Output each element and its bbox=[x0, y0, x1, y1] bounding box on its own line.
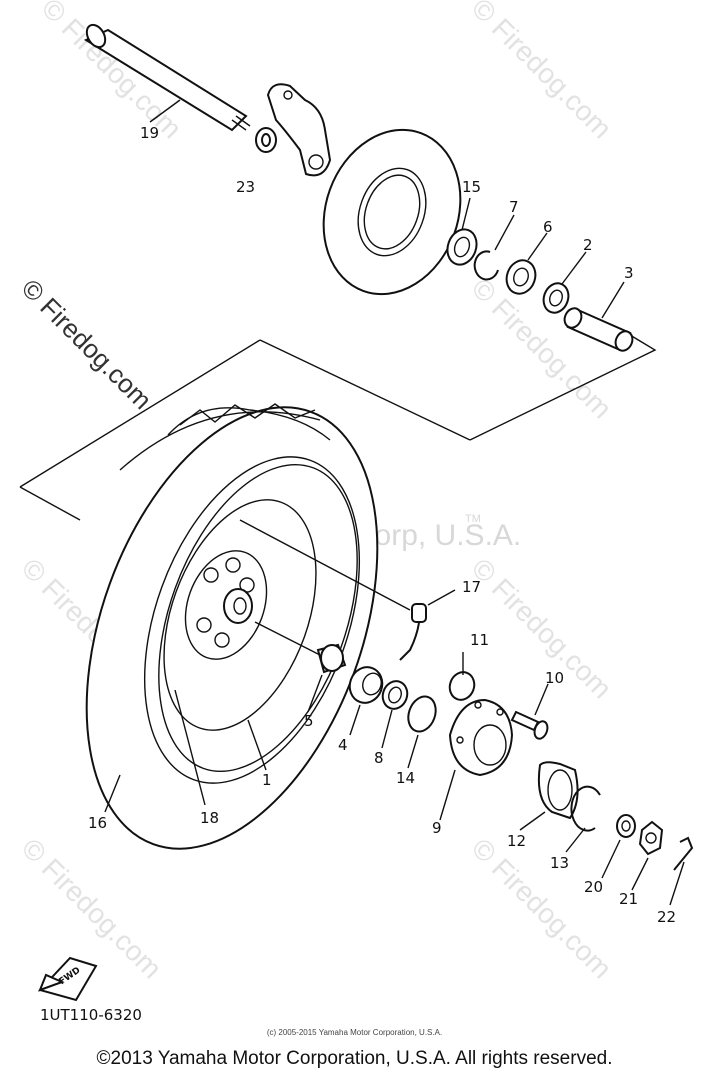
label-4: 4 bbox=[338, 736, 348, 754]
label-2: 2 bbox=[583, 236, 593, 254]
label-20: 20 bbox=[584, 878, 603, 896]
diagram-code: 1UT110-6320 bbox=[40, 1006, 142, 1024]
spacer-part bbox=[563, 307, 634, 352]
bolt-part bbox=[510, 710, 549, 740]
label-15: 15 bbox=[462, 178, 481, 196]
small-credit: (c) 2005-2015 Yamaha Motor Corporation, … bbox=[266, 1028, 443, 1037]
leader-lines-upper bbox=[461, 197, 625, 319]
forward-arrow-icon: FWD bbox=[38, 956, 98, 1002]
collar-part bbox=[348, 666, 384, 704]
copyright-notice: ©2013 Yamaha Motor Corporation, U.S.A. A… bbox=[96, 1048, 613, 1069]
part-labels: 19 23 15 7 6 2 3 17 11 10 5 4 8 14 1 16 … bbox=[88, 124, 676, 926]
bearing-part bbox=[505, 259, 537, 295]
watermark-site: © Firedog.com bbox=[466, 552, 618, 704]
label-19: 19 bbox=[140, 124, 159, 142]
o-ring-part bbox=[407, 695, 437, 733]
watermark-site: © Firedog.com bbox=[16, 832, 168, 984]
circlip-part bbox=[473, 250, 499, 281]
label-12: 12 bbox=[507, 832, 526, 850]
bearing-ring-part bbox=[537, 761, 579, 820]
nut-part bbox=[638, 820, 664, 856]
watermark-site: © Firedog.com bbox=[466, 272, 618, 424]
label-23: 23 bbox=[236, 178, 255, 196]
caliper-bracket-part bbox=[266, 83, 332, 177]
label-22: 22 bbox=[657, 908, 676, 926]
axle-part bbox=[83, 23, 251, 132]
label-13: 13 bbox=[550, 854, 569, 872]
brake-disc-part bbox=[322, 128, 462, 296]
label-1: 1 bbox=[262, 771, 272, 789]
label-10: 10 bbox=[545, 669, 564, 687]
label-14: 14 bbox=[396, 769, 415, 787]
label-8: 8 bbox=[374, 749, 384, 767]
label-11: 11 bbox=[470, 631, 489, 649]
watermark-tm: TM bbox=[465, 513, 481, 525]
speedometer-cable-part bbox=[399, 603, 427, 661]
cotter-pin-part bbox=[673, 836, 694, 871]
driven-flange-part bbox=[448, 698, 514, 777]
label-3: 3 bbox=[624, 264, 634, 282]
label-21: 21 bbox=[619, 890, 638, 908]
bearing-part bbox=[542, 282, 570, 314]
watermark-site: © Firedog.com bbox=[466, 0, 618, 144]
leader-lines-lower bbox=[519, 811, 685, 906]
label-16: 16 bbox=[88, 814, 107, 832]
wheel-tire-part bbox=[85, 403, 379, 850]
label-18: 18 bbox=[200, 809, 219, 827]
label-17: 17 bbox=[462, 578, 481, 596]
assembly-outline bbox=[19, 334, 657, 521]
watermark-site: © Firedog.com bbox=[466, 832, 618, 984]
circlip-part bbox=[570, 785, 601, 832]
washer-part bbox=[255, 127, 277, 153]
spacer-part bbox=[316, 643, 347, 674]
bearing-part bbox=[381, 680, 409, 710]
label-7: 7 bbox=[509, 198, 519, 216]
watermark-site: © Firedog.com bbox=[16, 273, 158, 415]
leader-lines-wheel bbox=[104, 519, 411, 813]
oil-seal-part bbox=[446, 228, 478, 266]
label-6: 6 bbox=[543, 218, 553, 236]
washer-part bbox=[616, 814, 636, 838]
leader-lines-hub bbox=[307, 589, 549, 821]
label-9: 9 bbox=[432, 819, 442, 837]
damper-part bbox=[448, 671, 476, 701]
label-5: 5 bbox=[304, 712, 314, 730]
